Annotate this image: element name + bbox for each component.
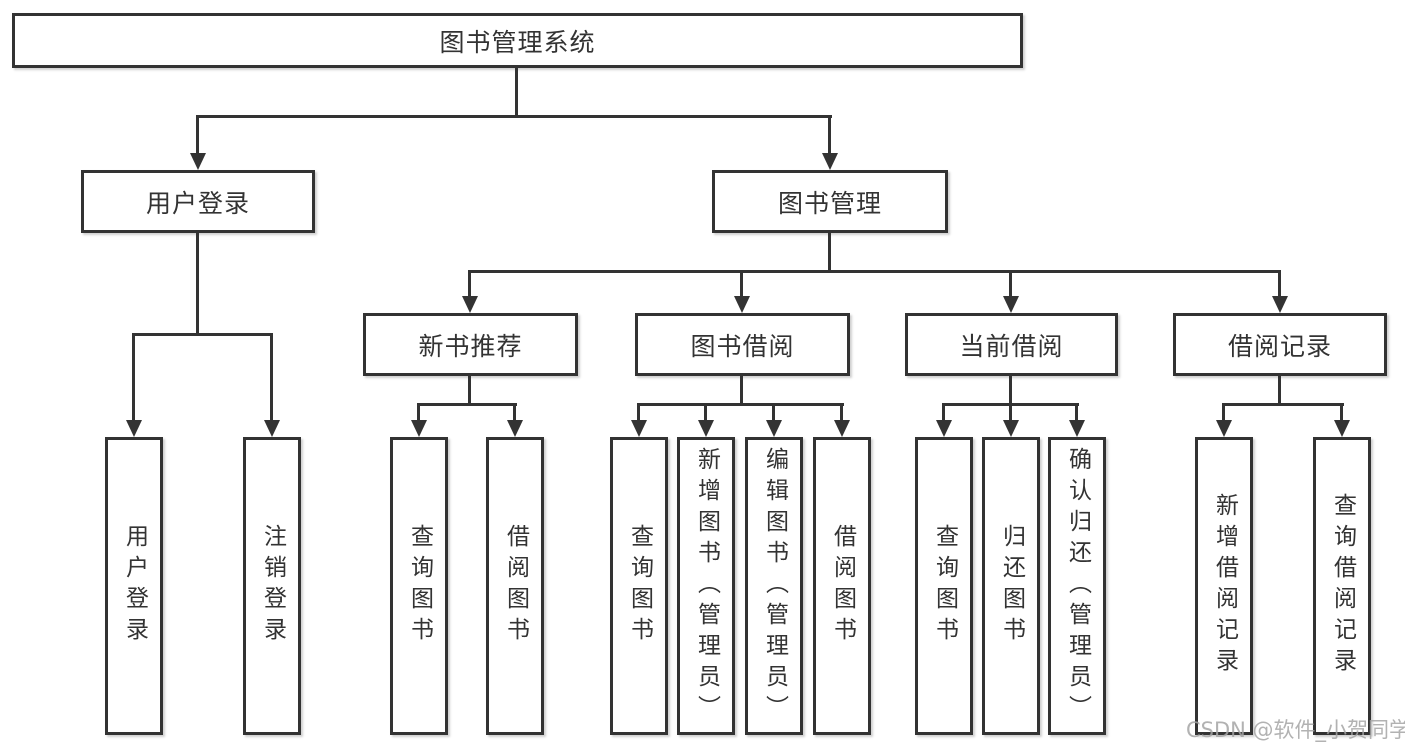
arrow-down-icon (264, 420, 280, 437)
arrow-down-icon (698, 420, 714, 437)
arrow-down-icon (1334, 420, 1350, 437)
leaf-edit-book-admin: 编辑图书（管理员） (745, 437, 803, 735)
connector-line (513, 403, 516, 422)
node-borrow-record-label: 借阅记录 (1227, 331, 1332, 361)
leaf-borrow-book: 借阅图书 (813, 437, 871, 735)
connector-line (1009, 270, 1012, 298)
connector-line (840, 403, 843, 422)
arrow-down-icon (834, 420, 850, 437)
node-new-book-recommend-label: 新书推荐 (418, 331, 523, 361)
connector-line (1222, 403, 1225, 422)
arrow-down-icon (462, 296, 478, 313)
connector-line (772, 403, 775, 422)
connector-line (1278, 376, 1281, 405)
connector-line (1009, 376, 1012, 405)
leaf-borrow-query-book: 查询图书 (610, 437, 668, 735)
connector-line (828, 115, 831, 155)
arrow-down-icon (1216, 420, 1232, 437)
arrow-down-icon (1003, 296, 1019, 313)
node-user-login-label: 用户登录 (145, 188, 250, 218)
leaf-current-query-book: 查询图书 (915, 437, 973, 735)
arrow-down-icon (631, 420, 647, 437)
arrow-down-icon (1272, 296, 1288, 313)
connector-line (417, 403, 420, 422)
connector-line (942, 403, 945, 422)
node-current-borrow: 当前借阅 (905, 313, 1118, 376)
arrow-down-icon (822, 153, 838, 170)
node-current-borrow-label: 当前借阅 (959, 331, 1064, 361)
node-new-book-recommend: 新书推荐 (363, 313, 578, 376)
arrow-down-icon (1069, 420, 1085, 437)
connector-line (132, 333, 273, 336)
connector-line (417, 403, 517, 406)
arrow-down-icon (126, 420, 142, 437)
connector-line (196, 115, 832, 118)
node-borrow-record: 借阅记录 (1173, 313, 1387, 376)
leaf-recommend-borrow-book: 借阅图书 (486, 437, 544, 735)
connector-line (270, 333, 273, 422)
leaf-return-book: 归还图书 (982, 437, 1040, 735)
leaf-recommend-query-book: 查询图书 (390, 437, 448, 735)
connector-line (468, 270, 471, 298)
node-book-management-label: 图书管理 (777, 188, 882, 218)
arrow-down-icon (507, 420, 523, 437)
connector-line (196, 233, 199, 335)
arrow-down-icon (190, 153, 206, 170)
connector-line (1222, 403, 1344, 406)
node-book-management: 图书管理 (712, 170, 948, 233)
connector-line (1340, 403, 1343, 422)
connector-line (740, 376, 743, 405)
node-root-label: 图书管理系统 (439, 27, 596, 57)
arrow-down-icon (1003, 420, 1019, 437)
connector-line (132, 333, 135, 422)
leaf-user-login: 用户登录 (105, 437, 163, 735)
leaf-add-book-admin: 新增图书（管理员） (677, 437, 735, 735)
node-root: 图书管理系统 (12, 13, 1023, 68)
connector-line (828, 233, 831, 272)
connector-line (1075, 403, 1078, 422)
node-book-borrow: 图书借阅 (635, 313, 850, 376)
leaf-add-borrow-record: 新增借阅记录 (1195, 437, 1253, 735)
connector-line (1278, 270, 1281, 298)
connector-line (740, 270, 743, 298)
connector-line (515, 68, 518, 117)
connector-line (704, 403, 707, 422)
connector-line (468, 270, 1281, 273)
connector-line (637, 403, 844, 406)
arrow-down-icon (936, 420, 952, 437)
leaf-query-borrow-record: 查询借阅记录 (1313, 437, 1371, 735)
node-book-borrow-label: 图书借阅 (690, 331, 795, 361)
connector-line (637, 403, 640, 422)
node-user-login: 用户登录 (81, 170, 315, 233)
leaf-confirm-return-admin: 确认归还（管理员） (1048, 437, 1106, 735)
arrow-down-icon (734, 296, 750, 313)
arrow-down-icon (411, 420, 427, 437)
leaf-logout: 注销登录 (243, 437, 301, 735)
connector-line (468, 376, 471, 405)
arrow-down-icon (766, 420, 782, 437)
connector-line (1009, 403, 1012, 422)
connector-line (196, 115, 199, 155)
csdn-watermark: CSDN @软件_小贺同学 (1186, 718, 1405, 742)
